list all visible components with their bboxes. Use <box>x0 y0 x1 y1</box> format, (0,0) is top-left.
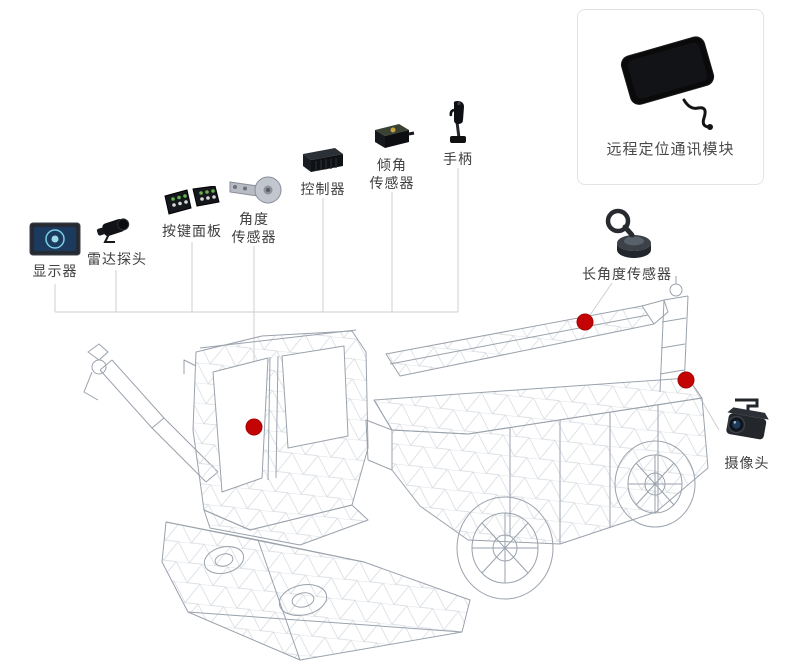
display-label: 显示器 <box>32 263 78 279</box>
component-angle-sensor: 角度 传感器 <box>222 172 286 246</box>
keypad-label: 按键面板 <box>162 223 222 239</box>
component-handle: 手柄 <box>432 100 484 169</box>
joystick-icon <box>449 101 466 143</box>
controller-label: 控制器 <box>300 181 346 197</box>
boom-beam <box>385 299 669 377</box>
display-icon <box>29 222 81 256</box>
component-camera: 摄像头 <box>714 398 780 473</box>
handle-label: 手柄 <box>443 151 473 167</box>
remote-module-icon <box>620 36 714 130</box>
rear-body <box>365 377 709 545</box>
long-angle-sensor-label: 长角度传感器 <box>582 266 672 282</box>
radar-label: 雷达探头 <box>87 251 147 267</box>
rear-wheel <box>614 440 696 528</box>
marker-rear <box>677 371 695 389</box>
marker-boom <box>576 313 594 331</box>
truck-drawing <box>83 276 709 661</box>
camera-label: 摄像头 <box>724 455 770 471</box>
marker-cab <box>245 418 263 436</box>
connector-lines <box>54 168 720 431</box>
component-display: 显示器 <box>20 222 90 281</box>
component-radar: 雷达探头 <box>86 210 148 269</box>
component-keypad: 按键面板 <box>158 186 226 241</box>
angle-sensor-label: 角度 传感器 <box>231 211 277 245</box>
long-angle-sensor-icon <box>605 208 651 258</box>
remote-module-label: 远程定位通讯模块 <box>606 141 735 158</box>
cab-base <box>203 504 369 546</box>
tilt-sensor-icon <box>375 124 415 148</box>
mid-wheel <box>456 496 554 600</box>
remote-module-card: 远程定位通讯模块 <box>577 9 764 185</box>
lower-platform <box>161 521 471 661</box>
component-long-angle-sensor: 长角度传感器 <box>572 205 682 284</box>
front-arm <box>83 343 219 483</box>
keypad-icon <box>164 186 220 215</box>
cab <box>183 329 369 531</box>
tilt-sensor-label: 倾角 传感器 <box>369 157 415 191</box>
camera-icon <box>726 398 769 440</box>
location-markers <box>245 313 695 436</box>
component-tilt-sensor: 倾角 传感器 <box>362 118 422 192</box>
angle-sensor-icon <box>229 176 282 204</box>
radar-probe-icon <box>96 218 130 243</box>
component-controller: 控制器 <box>292 142 354 199</box>
controller-icon <box>303 148 343 172</box>
rear-mast <box>659 276 689 393</box>
